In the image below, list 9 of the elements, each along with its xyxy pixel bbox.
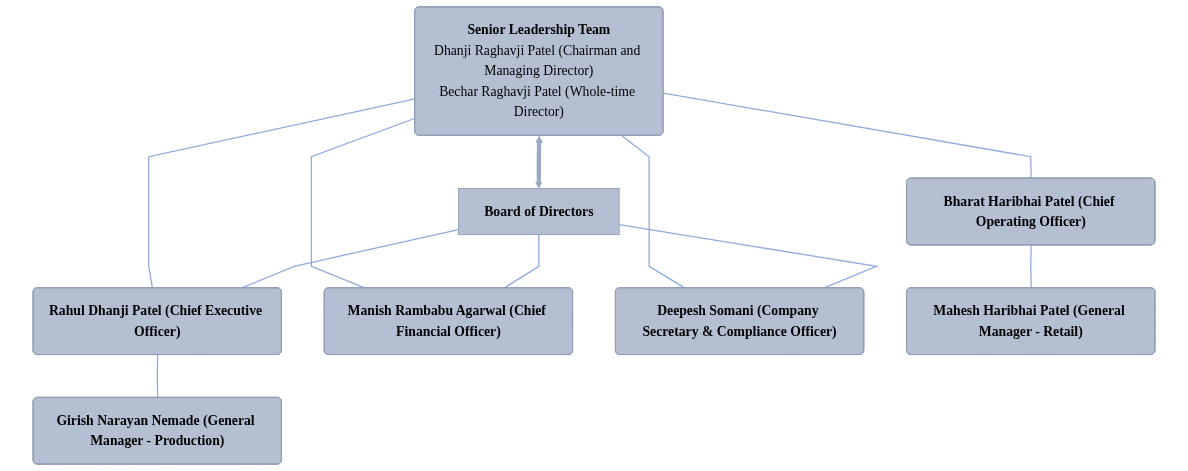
connector [148,98,416,289]
arrow [535,135,543,189]
connector [1030,244,1032,289]
connector [156,354,159,399]
connector [310,117,416,289]
connector [621,135,686,289]
connector [618,223,879,289]
node-box: Board of Directors [458,187,620,236]
connector [662,92,1032,180]
